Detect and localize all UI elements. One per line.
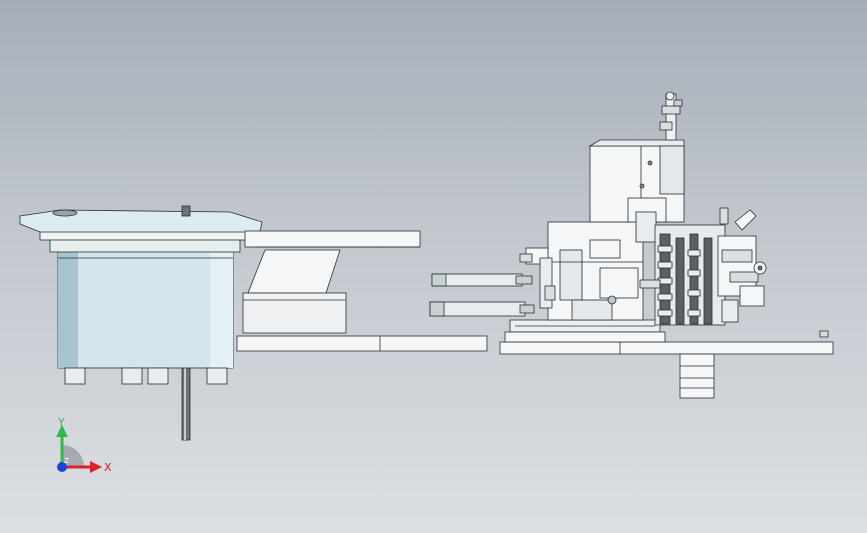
x-axis-label: X — [104, 461, 112, 474]
z-axis-origin — [57, 462, 67, 472]
z-axis-label: Z — [64, 457, 69, 465]
linear-feed-track[interactable] — [242, 230, 421, 334]
orientation-triad: Y X Z — [56, 416, 112, 474]
y-axis-label: Y — [57, 416, 65, 429]
triad-rotation-arc — [62, 445, 84, 467]
assembly-station[interactable] — [504, 91, 767, 399]
y-axis-arrow — [56, 425, 68, 467]
vibratory-bowl-feeder[interactable] — [19, 205, 263, 441]
pneumatic-cylinders[interactable] — [429, 273, 535, 317]
base-plate[interactable] — [236, 330, 834, 355]
